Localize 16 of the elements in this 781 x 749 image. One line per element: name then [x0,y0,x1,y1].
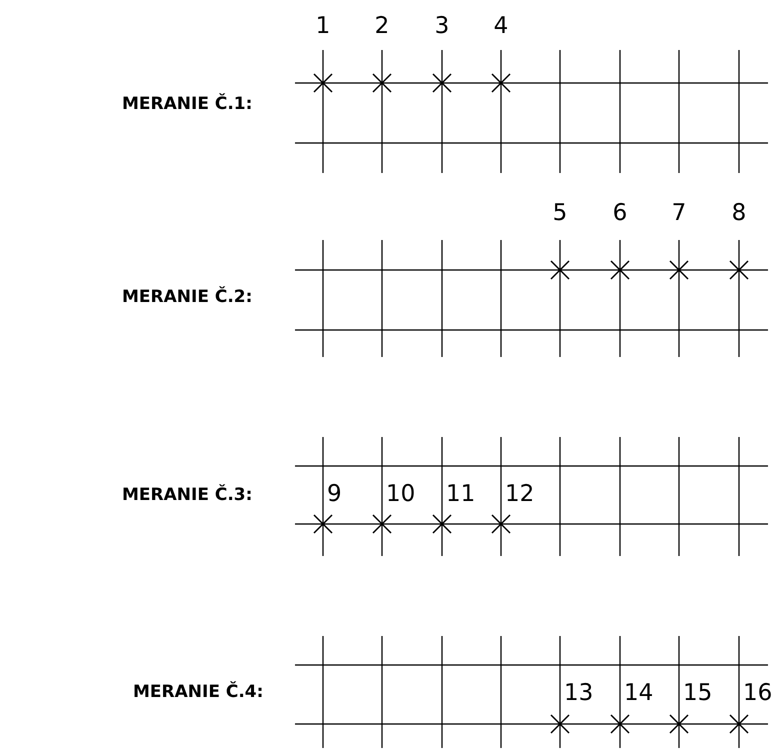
point-number: 4 [492,15,510,38]
point-number: 5 [552,202,568,225]
point-number: 9 [327,483,342,506]
point-number: 16 [743,682,772,705]
point-number: 14 [624,682,654,705]
point-number: 11 [446,483,476,506]
point-number: 6 [612,202,628,225]
point-number: 12 [505,483,534,506]
point-number: 8 [730,202,748,225]
point-number: 7 [670,202,688,225]
point-number: 10 [386,483,416,506]
point-number: 2 [374,15,390,38]
point-number: 1 [314,15,332,38]
point-number: 13 [564,682,594,705]
point-number: 3 [434,15,450,38]
point-number: 15 [683,682,712,705]
